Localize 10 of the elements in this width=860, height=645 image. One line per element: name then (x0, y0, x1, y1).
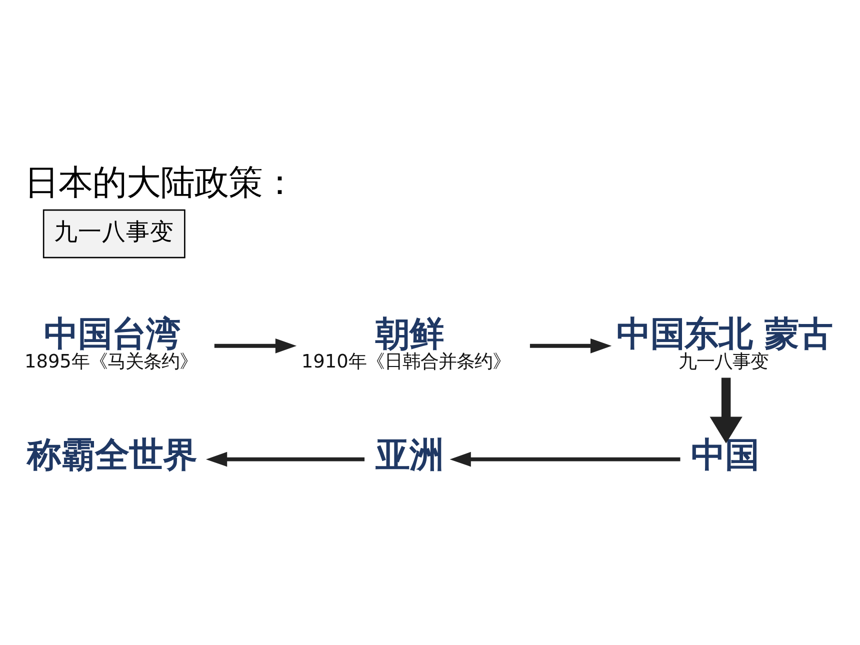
arrow (530, 338, 612, 354)
node-text: 中国 (691, 435, 760, 476)
arrow (206, 452, 365, 467)
arrow (450, 452, 680, 467)
arrow (710, 378, 742, 444)
diagram-title: 日本的大陆政策： (24, 162, 296, 203)
node-text: 称霸全世界 (27, 435, 198, 476)
arrow (214, 338, 297, 354)
node-text: 亚洲 (375, 435, 444, 476)
label: 九一八事变 (54, 218, 174, 246)
